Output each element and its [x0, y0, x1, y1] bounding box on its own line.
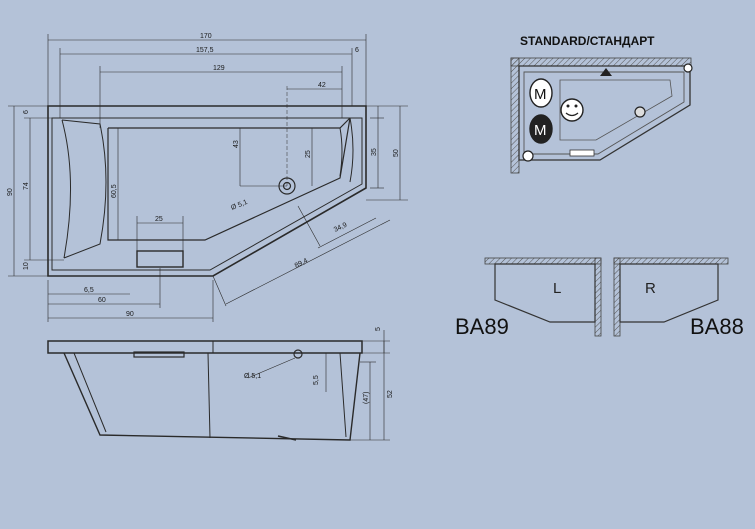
- right-end-curve: [339, 117, 354, 183]
- dim-60: 60: [98, 297, 106, 304]
- dim-60-5: 60,5: [111, 184, 118, 198]
- dim-overall-length: 170: [200, 33, 212, 40]
- dim-43: 43: [233, 140, 240, 148]
- side-view-dimension-lines: [247, 330, 390, 441]
- dim-90-length: 90: [126, 311, 134, 318]
- headrest-curve: [61, 119, 107, 259]
- dim-25-drain: 25: [305, 150, 312, 158]
- variant-right-outline: [619, 263, 719, 323]
- motor-top: [529, 78, 553, 108]
- dim-35: 35: [371, 148, 378, 156]
- top-view-dimension-lines: [8, 34, 408, 322]
- dim-34-9: 34,9: [333, 222, 348, 234]
- handle-rect: [136, 250, 184, 268]
- tap-icon: [600, 68, 612, 76]
- motor-bottom-label: M: [534, 122, 547, 139]
- side-inner-line: [73, 352, 347, 439]
- dim-74: 74: [23, 182, 30, 190]
- variant-left: L: [484, 257, 602, 337]
- dim-47: (47): [363, 392, 370, 404]
- side-drain: [293, 349, 303, 359]
- motor-bottom: [529, 114, 553, 144]
- dim-50: 50: [393, 149, 400, 157]
- dim-6-left: 6: [23, 110, 30, 114]
- side-view: [47, 340, 363, 441]
- install-tub-outline: [518, 65, 691, 161]
- top-view: [47, 86, 367, 277]
- dim-157: 157,5: [196, 47, 214, 54]
- side-rim: [47, 340, 363, 354]
- dim-5-5: 5,5: [313, 375, 320, 385]
- dim-90-width: 90: [7, 188, 14, 196]
- dim-25: 25: [155, 216, 163, 223]
- model-ba88: BA88: [690, 314, 744, 339]
- dim-52: 52: [387, 390, 394, 398]
- control-panel-icon: [560, 98, 584, 122]
- jet-icon: [634, 106, 646, 118]
- motor-top-label: M: [534, 86, 547, 103]
- dim-side-drain-diameter: Ø 5,1: [244, 373, 261, 380]
- standard-title: STANDARD/СТАНДАРТ: [520, 34, 655, 48]
- side-body-outline: [63, 352, 361, 441]
- variant-right-letter: R: [645, 280, 656, 297]
- dim-drain-diameter: Ø 5,1: [230, 199, 249, 212]
- dim-42: 42: [318, 82, 326, 89]
- dim-rim-5: 5: [375, 327, 382, 331]
- dim-10: 10: [23, 262, 30, 270]
- model-ba89: BA89: [455, 314, 509, 339]
- tub-outer-outline: [47, 105, 367, 277]
- side-view-dimension-labels: 5 Ø 5,1 5,5 (47) 52: [244, 327, 394, 404]
- tub-rim-line: [51, 117, 363, 271]
- installation-diagram: M M: [510, 57, 693, 174]
- dim-89-4: 89,4: [294, 257, 309, 269]
- variant-right: R: [613, 257, 729, 337]
- tub-basin-outline: [107, 117, 351, 241]
- variant-left-letter: L: [553, 280, 561, 297]
- variant-left-outline: [494, 263, 596, 323]
- dim-129: 129: [213, 65, 225, 72]
- dim-6-5: 6,5: [84, 287, 94, 294]
- dim-6-top: 6: [355, 47, 359, 54]
- side-handle: [133, 351, 185, 358]
